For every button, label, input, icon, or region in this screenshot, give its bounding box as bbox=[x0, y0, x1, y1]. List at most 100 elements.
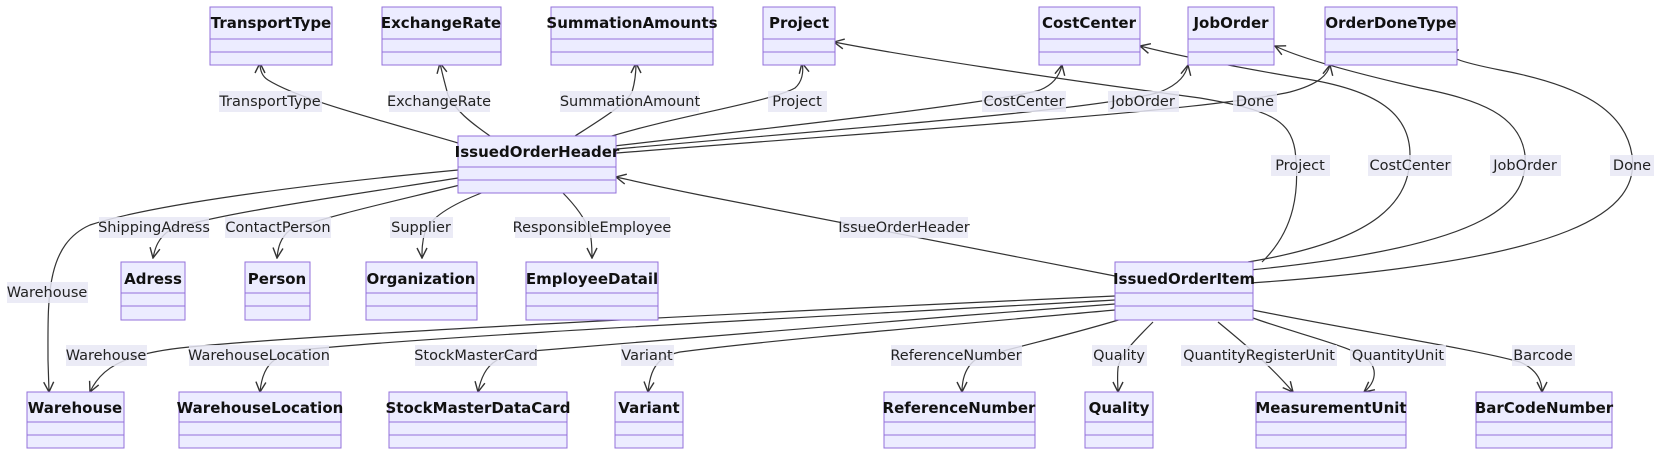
label-item-joborder: JobOrder bbox=[1490, 155, 1561, 176]
class-employeedatail[interactable]: EmployeeDatail bbox=[525, 261, 659, 321]
label-item-issueorderheader: IssueOrderHeader bbox=[838, 217, 970, 238]
class-issuedorderitem[interactable]: IssuedOrderItem bbox=[1113, 261, 1255, 321]
class-summationamounts[interactable]: SummationAmounts bbox=[546, 6, 718, 66]
svg-text:IssueOrderHeader: IssueOrderHeader bbox=[838, 220, 970, 236]
label-item-warehouse: Warehouse bbox=[66, 345, 147, 366]
svg-text:SummationAmount: SummationAmount bbox=[560, 94, 701, 110]
svg-text:JobOrder: JobOrder bbox=[1110, 94, 1175, 110]
class-title: IssuedOrderItem bbox=[1113, 270, 1255, 288]
class-barcodenumber[interactable]: BarCodeNumber bbox=[1475, 391, 1614, 449]
svg-text:Done: Done bbox=[1613, 158, 1651, 174]
class-variant[interactable]: Variant bbox=[614, 391, 684, 449]
svg-text:Quality: Quality bbox=[1093, 348, 1145, 364]
label-header-shippingadress: ShippingAdress bbox=[98, 217, 210, 238]
svg-text:Done: Done bbox=[1236, 94, 1274, 110]
edge-item-joborder bbox=[1249, 46, 1526, 271]
class-title: OrderDoneType bbox=[1325, 14, 1456, 32]
edge-item-header bbox=[616, 177, 1116, 277]
class-quality[interactable]: Quality bbox=[1084, 391, 1154, 449]
edge-header-transporttype bbox=[260, 63, 459, 144]
class-title: SummationAmounts bbox=[546, 14, 717, 32]
svg-text:ReferenceNumber: ReferenceNumber bbox=[890, 348, 1021, 364]
class-exchangerate[interactable]: ExchangeRate bbox=[381, 6, 502, 66]
label-header-exchangerate: ExchangeRate bbox=[387, 91, 491, 112]
class-joborder[interactable]: JobOrder bbox=[1187, 6, 1275, 66]
label-item-project: Project bbox=[1271, 155, 1330, 176]
label-item-warehouselocation: WarehouseLocation bbox=[188, 345, 330, 366]
class-title: StockMasterDataCard bbox=[386, 399, 571, 417]
svg-text:Variant: Variant bbox=[621, 348, 673, 364]
class-issuedorderheader[interactable]: IssuedOrderHeader bbox=[455, 135, 620, 194]
svg-text:WarehouseLocation: WarehouseLocation bbox=[188, 348, 330, 364]
class-transporttype[interactable]: TransportType bbox=[209, 6, 333, 66]
svg-text:ResponsibleEmployee: ResponsibleEmployee bbox=[513, 220, 672, 236]
svg-text:ShippingAdress: ShippingAdress bbox=[98, 220, 210, 236]
class-costcenter[interactable]: CostCenter bbox=[1038, 6, 1141, 66]
label-item-quantityregisterunit: QuantityRegisterUnit bbox=[1181, 345, 1337, 366]
class-title: ExchangeRate bbox=[381, 14, 501, 32]
class-title: WarehouseLocation bbox=[177, 399, 344, 417]
edge-item-barcode bbox=[1252, 309, 1542, 392]
label-item-variant: Variant bbox=[621, 345, 674, 366]
svg-text:StockMasterCard: StockMasterCard bbox=[414, 348, 538, 364]
label-header-project: Project bbox=[768, 91, 827, 112]
label-header-joborder: JobOrder bbox=[1108, 91, 1179, 112]
label-item-referencenumber: ReferenceNumber bbox=[890, 345, 1022, 366]
class-title: EmployeeDatail bbox=[526, 270, 658, 288]
svg-text:Warehouse: Warehouse bbox=[7, 285, 88, 301]
svg-text:ExchangeRate: ExchangeRate bbox=[387, 94, 491, 110]
label-item-done: Done bbox=[1610, 155, 1654, 176]
svg-text:TransportType: TransportType bbox=[218, 94, 320, 110]
svg-text:JobOrder: JobOrder bbox=[1492, 158, 1557, 174]
label-header-costcenter: CostCenter bbox=[982, 91, 1066, 112]
edge-header-costcenter bbox=[604, 65, 1062, 148]
class-title: Organization bbox=[367, 270, 476, 288]
label-header-contactperson: ContactPerson bbox=[225, 217, 331, 238]
label-item-quality: Quality bbox=[1092, 345, 1147, 366]
class-stockmasterdatacard[interactable]: StockMasterDataCard bbox=[386, 391, 571, 449]
class-title: TransportType bbox=[211, 14, 331, 32]
label-item-costcenter: CostCenter bbox=[1368, 155, 1452, 176]
class-title: Person bbox=[248, 270, 306, 288]
class-orderdonetype[interactable]: OrderDoneType bbox=[1324, 6, 1458, 66]
label-header-warehouse: Warehouse bbox=[7, 282, 88, 303]
label-item-barcode: Barcode bbox=[1512, 345, 1575, 366]
class-title: IssuedOrderHeader bbox=[455, 143, 620, 161]
svg-text:QuantityUnit: QuantityUnit bbox=[1352, 348, 1444, 364]
class-adress[interactable]: Adress bbox=[120, 261, 186, 321]
label-header-responsibleemployee: ResponsibleEmployee bbox=[513, 217, 672, 238]
label-header-transporttype: TransportType bbox=[218, 91, 322, 112]
label-header-summationamount: SummationAmount bbox=[560, 91, 701, 112]
edge-item-done bbox=[1249, 50, 1634, 284]
label-item-stockmastercard: StockMasterCard bbox=[414, 345, 538, 366]
class-organization[interactable]: Organization bbox=[365, 261, 478, 321]
class-title: ReferenceNumber bbox=[883, 399, 1037, 417]
class-person[interactable]: Person bbox=[244, 261, 311, 321]
class-title: MeasurementUnit bbox=[1255, 399, 1406, 417]
class-title: CostCenter bbox=[1042, 14, 1137, 32]
svg-text:QuantityRegisterUnit: QuantityRegisterUnit bbox=[1183, 348, 1335, 364]
label-header-done: Done bbox=[1233, 91, 1277, 112]
edge-labels: TransportType ExchangeRate SummationAmou… bbox=[7, 91, 1654, 366]
class-title: JobOrder bbox=[1192, 14, 1269, 32]
class-measurementunit[interactable]: MeasurementUnit bbox=[1255, 391, 1407, 449]
svg-text:Project: Project bbox=[772, 94, 822, 110]
edge-item-project bbox=[834, 42, 1298, 263]
label-header-supplier: Supplier bbox=[390, 217, 453, 238]
svg-text:Supplier: Supplier bbox=[391, 220, 451, 236]
class-title: Project bbox=[769, 14, 829, 32]
svg-text:CostCenter: CostCenter bbox=[983, 94, 1064, 110]
svg-text:Barcode: Barcode bbox=[1513, 348, 1573, 364]
svg-text:Project: Project bbox=[1275, 158, 1325, 174]
svg-text:Warehouse: Warehouse bbox=[66, 348, 147, 364]
class-project[interactable]: Project bbox=[762, 6, 836, 66]
svg-text:CostCenter: CostCenter bbox=[1369, 158, 1450, 174]
class-title: Warehouse bbox=[28, 399, 122, 417]
class-warehouselocation[interactable]: WarehouseLocation bbox=[177, 391, 344, 449]
class-referencenumber[interactable]: ReferenceNumber bbox=[883, 391, 1037, 449]
class-title: Quality bbox=[1089, 399, 1150, 417]
class-boxes: TransportType ExchangeRate SummationAmou… bbox=[26, 6, 1614, 449]
class-warehouse[interactable]: Warehouse bbox=[26, 391, 125, 449]
svg-text:ContactPerson: ContactPerson bbox=[225, 220, 330, 236]
